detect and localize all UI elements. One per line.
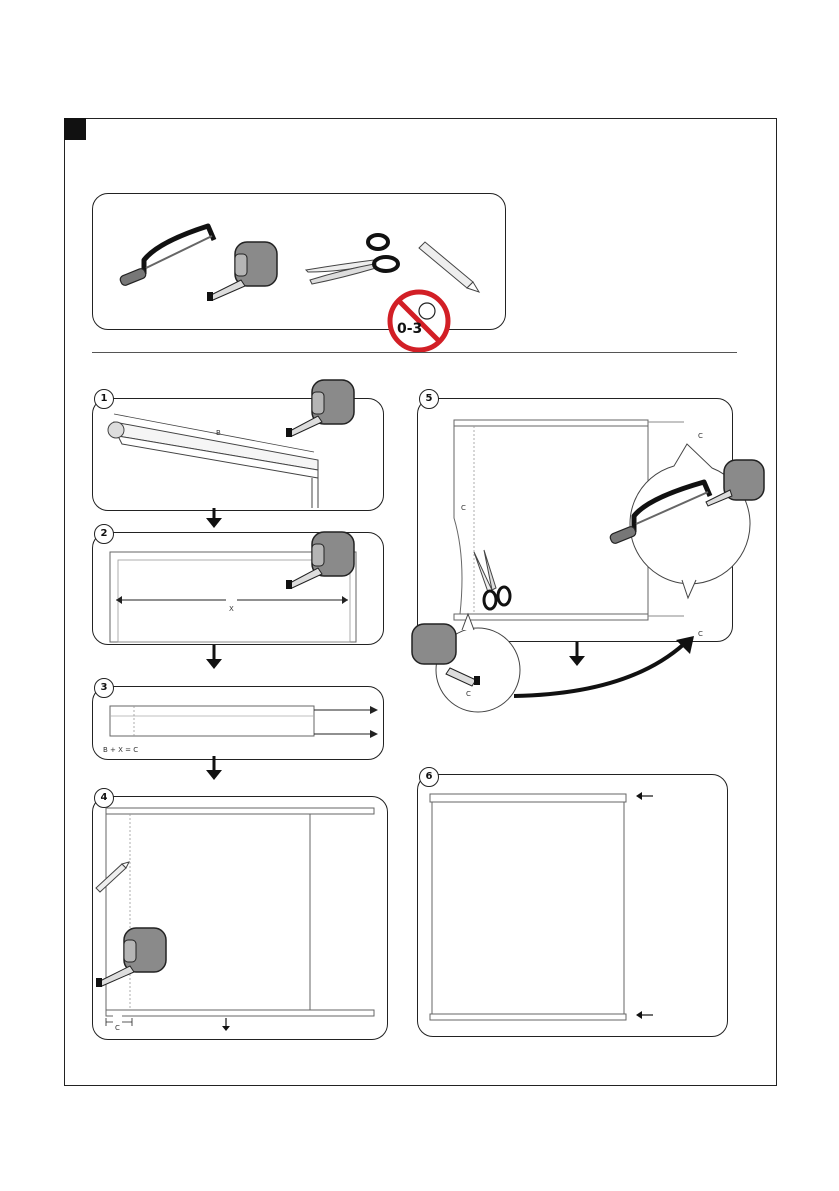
step-5-label-c-bottom: C xyxy=(698,630,703,638)
blind-tube-illustration xyxy=(108,702,380,742)
step-4-label-wrap: C xyxy=(113,1015,122,1034)
arrow-down-icon xyxy=(204,508,224,530)
age-warning-text: 0-3 xyxy=(397,321,422,337)
pencil-icon xyxy=(415,240,485,295)
curved-arrow-icon xyxy=(508,634,698,704)
tape-measure-icon xyxy=(286,530,358,592)
step-4-label-c: C xyxy=(115,1024,120,1032)
arrow-left-icon xyxy=(636,1010,654,1020)
step-3-badge: 3 xyxy=(94,678,114,698)
step-4-badge: 4 xyxy=(94,788,114,808)
step-2-badge: 2 xyxy=(94,524,114,544)
arrow-down-icon xyxy=(221,1018,231,1032)
step-2-label-x: X xyxy=(229,605,234,613)
hacksaw-icon xyxy=(118,222,218,292)
scissors-icon xyxy=(470,548,516,612)
pencil-icon xyxy=(94,862,130,892)
step-1-label-b: B xyxy=(216,429,221,437)
step-6-badge: 6 xyxy=(419,767,439,787)
hacksaw-icon xyxy=(608,476,718,548)
arrow-down-icon xyxy=(204,645,224,671)
step-3-formula: B + X = C xyxy=(103,746,138,754)
arrow-left-icon xyxy=(636,791,654,801)
step-5-label-c: C xyxy=(461,504,466,512)
section-marker xyxy=(64,118,86,140)
tape-measure-icon xyxy=(96,926,172,992)
step-5-label-c-top: C xyxy=(698,432,703,440)
step-5-badge: 5 xyxy=(419,389,439,409)
section-divider xyxy=(92,352,737,353)
step-1-badge: 1 xyxy=(94,389,114,409)
step-2-label-wrap: X xyxy=(226,596,237,615)
step-5-zoom-label-c: C xyxy=(466,690,471,698)
scissors-icon xyxy=(302,230,407,290)
tape-measure-icon xyxy=(205,240,285,305)
tape-measure-icon xyxy=(286,378,358,440)
tape-measure-icon xyxy=(410,622,486,688)
arrow-down-icon xyxy=(204,756,224,782)
finished-blind-illustration xyxy=(428,792,628,1024)
tape-measure-icon xyxy=(704,458,766,512)
